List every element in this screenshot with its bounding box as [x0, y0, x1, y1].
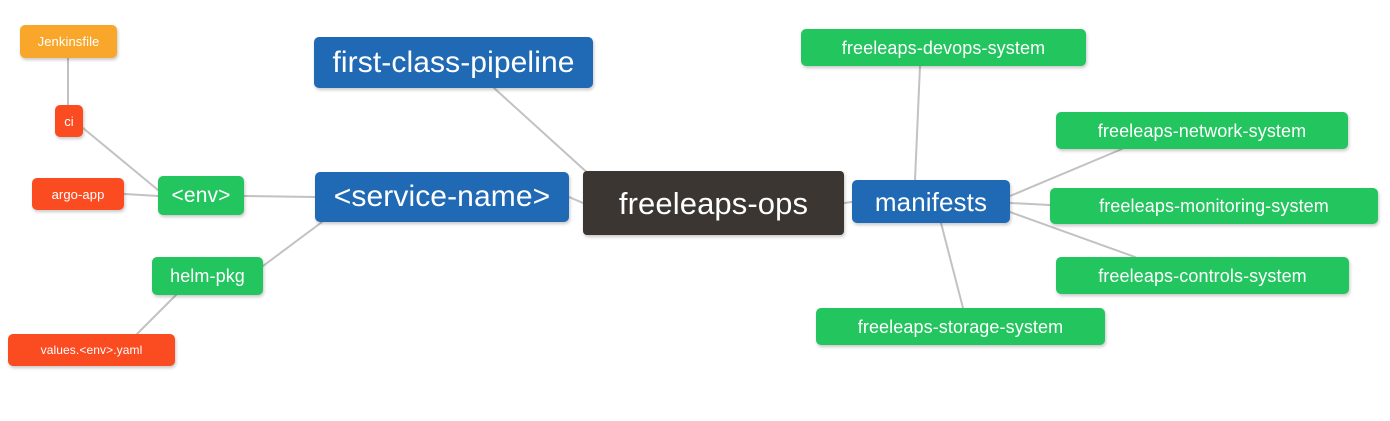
edge-env-to-argo-app — [123, 193, 159, 197]
edge-service-name-to-env — [243, 195, 316, 198]
node-helm-pkg[interactable]: helm-pkg — [152, 257, 263, 295]
node-label: freeleaps-ops — [618, 185, 809, 221]
node-root[interactable]: freeleaps-ops — [583, 171, 844, 235]
node-freeleaps-monitoring-system[interactable]: freeleaps-monitoring-system — [1050, 188, 1378, 224]
node-freeleaps-devops-system[interactable]: freeleaps-devops-system — [801, 29, 1086, 66]
node-jenkinsfile[interactable]: Jenkinsfile — [20, 25, 117, 58]
edge-helm-pkg-to-values-env-yaml — [136, 294, 177, 335]
node-first-class-pipeline[interactable]: first-class-pipeline — [314, 37, 593, 88]
node-label: <service-name> — [333, 180, 551, 213]
node-label: freeleaps-storage-system — [857, 316, 1064, 337]
node-manifests[interactable]: manifests — [852, 180, 1010, 223]
node-label: freeleaps-network-system — [1097, 120, 1307, 141]
edge-root-to-manifests — [843, 201, 853, 204]
edge-manifests-to-freeleaps-devops-system — [914, 65, 921, 181]
edge-root-to-first-class-pipeline — [493, 87, 592, 177]
node-label: manifests — [874, 186, 988, 217]
node-argo-app[interactable]: argo-app — [32, 178, 124, 210]
edge-manifests-to-freeleaps-monitoring-system — [1009, 202, 1051, 206]
node-label: argo-app — [51, 186, 105, 202]
node-service-name[interactable]: <service-name> — [315, 172, 569, 222]
node-ci[interactable]: ci — [55, 105, 83, 137]
node-label: helm-pkg — [170, 266, 245, 286]
node-label: ci — [64, 113, 74, 129]
node-label: values.<env>.yaml — [40, 343, 143, 357]
node-freeleaps-controls-system[interactable]: freeleaps-controls-system — [1056, 257, 1349, 294]
node-freeleaps-network-system[interactable]: freeleaps-network-system — [1056, 112, 1348, 149]
edge-service-name-to-helm-pkg — [262, 221, 323, 267]
node-values-env-yaml[interactable]: values.<env>.yaml — [8, 334, 175, 366]
node-label: Jenkinsfile — [37, 34, 100, 49]
node-env[interactable]: <env> — [158, 176, 244, 215]
node-label: freeleaps-controls-system — [1098, 265, 1307, 286]
node-freeleaps-storage-system[interactable]: freeleaps-storage-system — [816, 308, 1105, 345]
node-label: freeleaps-monitoring-system — [1099, 196, 1329, 216]
edge-root-to-service-name — [568, 196, 584, 204]
node-label: <env> — [171, 184, 231, 207]
node-label: first-class-pipeline — [332, 45, 575, 79]
node-label: freeleaps-devops-system — [841, 37, 1046, 58]
edge-manifests-to-freeleaps-storage-system — [940, 222, 964, 309]
